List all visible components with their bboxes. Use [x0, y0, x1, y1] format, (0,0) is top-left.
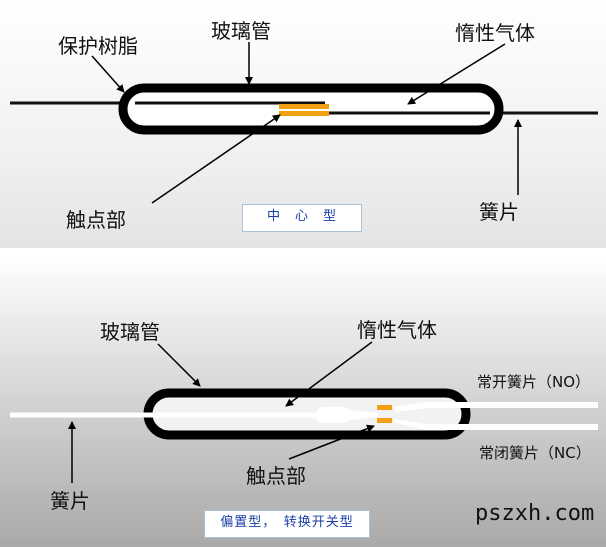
contact-lower — [377, 418, 392, 423]
type-label-offset: 偏置型， 转换开关型 — [204, 510, 370, 538]
arrow-protective-resin — [91, 55, 125, 93]
arrow-contact — [151, 114, 281, 204]
label-normally-closed-reed: 常闭簧片（NC） — [479, 444, 591, 462]
label-reed: 簧片 — [50, 489, 90, 513]
arrow-inert-gas — [285, 341, 373, 407]
label-protective-resin: 保护树脂 — [58, 34, 138, 58]
label-contact: 触点部 — [246, 464, 306, 488]
label-inert-gas: 惰性气体 — [455, 21, 535, 45]
normally-open-reed — [394, 402, 598, 412]
arrow-glass-tube — [157, 343, 201, 387]
offset-type-panel: 玻璃管 惰性气体 常开簧片（NO） 常闭簧片（NC） 触点部 簧片 偏置型， 转… — [0, 256, 606, 547]
label-glass-tube: 玻璃管 — [211, 19, 271, 43]
type-label-center: 中 心 型 — [242, 204, 362, 232]
common-reed-tip — [350, 410, 378, 420]
label-glass-tube: 玻璃管 — [100, 320, 160, 344]
center-type-reed-switch-diagram — [10, 42, 598, 204]
contact-upper — [279, 104, 329, 109]
label-normally-open-reed: 常开簧片（NO） — [477, 373, 591, 391]
type-label-center-text: 中 心 型 — [266, 209, 337, 224]
offset-type-reed-switch-diagram — [10, 341, 598, 483]
arrow-contact — [288, 424, 375, 460]
contact-upper — [377, 405, 392, 410]
type-label-offset-text: 偏置型， 转换开关型 — [220, 515, 354, 530]
center-type-panel: 保护树脂 玻璃管 惰性气体 触点部 簧片 中 心 型 — [0, 0, 606, 248]
normally-closed-reed — [394, 419, 598, 430]
label-reed: 簧片 — [479, 200, 519, 224]
contact-lower — [279, 111, 329, 116]
common-reed-bulge — [315, 407, 351, 423]
label-inert-gas: 惰性气体 — [357, 318, 437, 342]
label-contact: 触点部 — [66, 208, 126, 232]
watermark: pszxh.com — [475, 501, 595, 526]
arrow-inert-gas — [407, 43, 506, 105]
